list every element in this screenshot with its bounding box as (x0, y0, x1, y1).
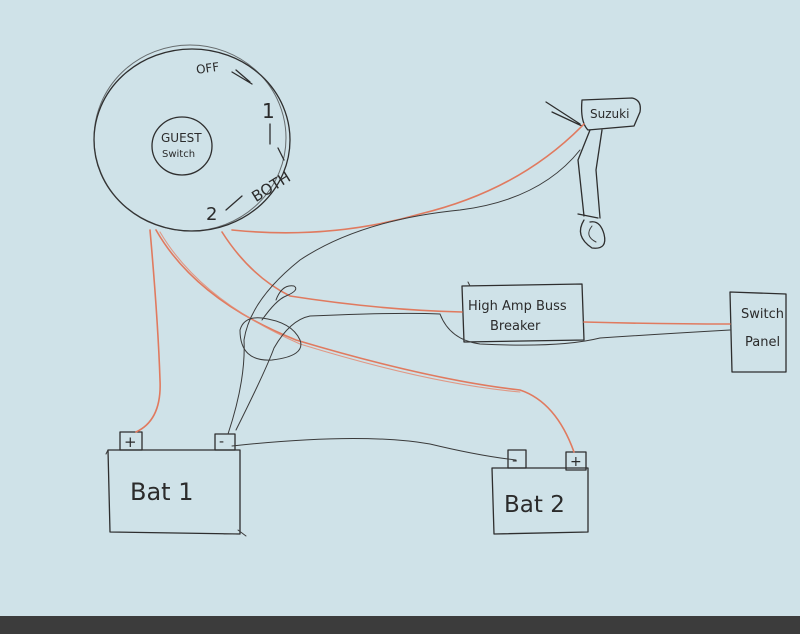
bat1-neg-label: - (219, 434, 224, 450)
switch-2-mark (225, 195, 243, 211)
wire-neg-to-panel (235, 312, 731, 431)
bat1-pos-terminal (119, 431, 143, 451)
positive-wires (135, 123, 731, 453)
bat1-label: Bat 1 (130, 478, 193, 506)
table-edge (0, 616, 800, 630)
breaker-label-2: Breaker (490, 319, 541, 334)
switch-both-mark (277, 147, 285, 161)
bat1-neg-terminal (214, 433, 236, 451)
wire-switch-to-bat1-pos (135, 229, 161, 433)
switch-center-label-2: Switch (162, 149, 195, 160)
bat2-pos-terminal (565, 451, 587, 471)
breaker-label-1: High Amp Buss (468, 299, 567, 314)
wire-switch-to-bat2-pos (155, 229, 575, 453)
battery-1: + - Bat 1 (105, 431, 247, 537)
wire-switch-to-engine (231, 123, 585, 234)
wire-breaker-to-panel (583, 321, 731, 325)
switch-center-circle (151, 116, 213, 176)
wire-switch-to-breaker (221, 231, 463, 313)
bat2-pos-label: + (570, 454, 582, 470)
wire-bat1-neg-to-bat2-neg (231, 437, 517, 461)
switch-pos-off: OFF (195, 60, 220, 77)
switch-pos-2: 2 (206, 204, 217, 225)
battery-2: - + Bat 2 (491, 449, 589, 535)
outboard-engine: Suzuki (545, 97, 641, 249)
paper-sheet (0, 0, 800, 616)
panel-label-2: Panel (745, 335, 780, 350)
switch-panel: Switch Panel (729, 291, 787, 373)
switch-off-mark (231, 69, 253, 85)
bat1-pos-label: + (124, 433, 137, 451)
buss-breaker: High Amp Buss Breaker (461, 281, 585, 343)
bat2-label: Bat 2 (504, 492, 565, 518)
switch-center-label-1: GUEST (161, 131, 202, 145)
switch-pos-1: 1 (262, 99, 275, 123)
wire-bat1-neg-to-engine (227, 149, 581, 435)
engine-label: Suzuki (590, 107, 629, 121)
panel-label-1: Switch (741, 307, 784, 322)
negative-wires (227, 149, 731, 461)
